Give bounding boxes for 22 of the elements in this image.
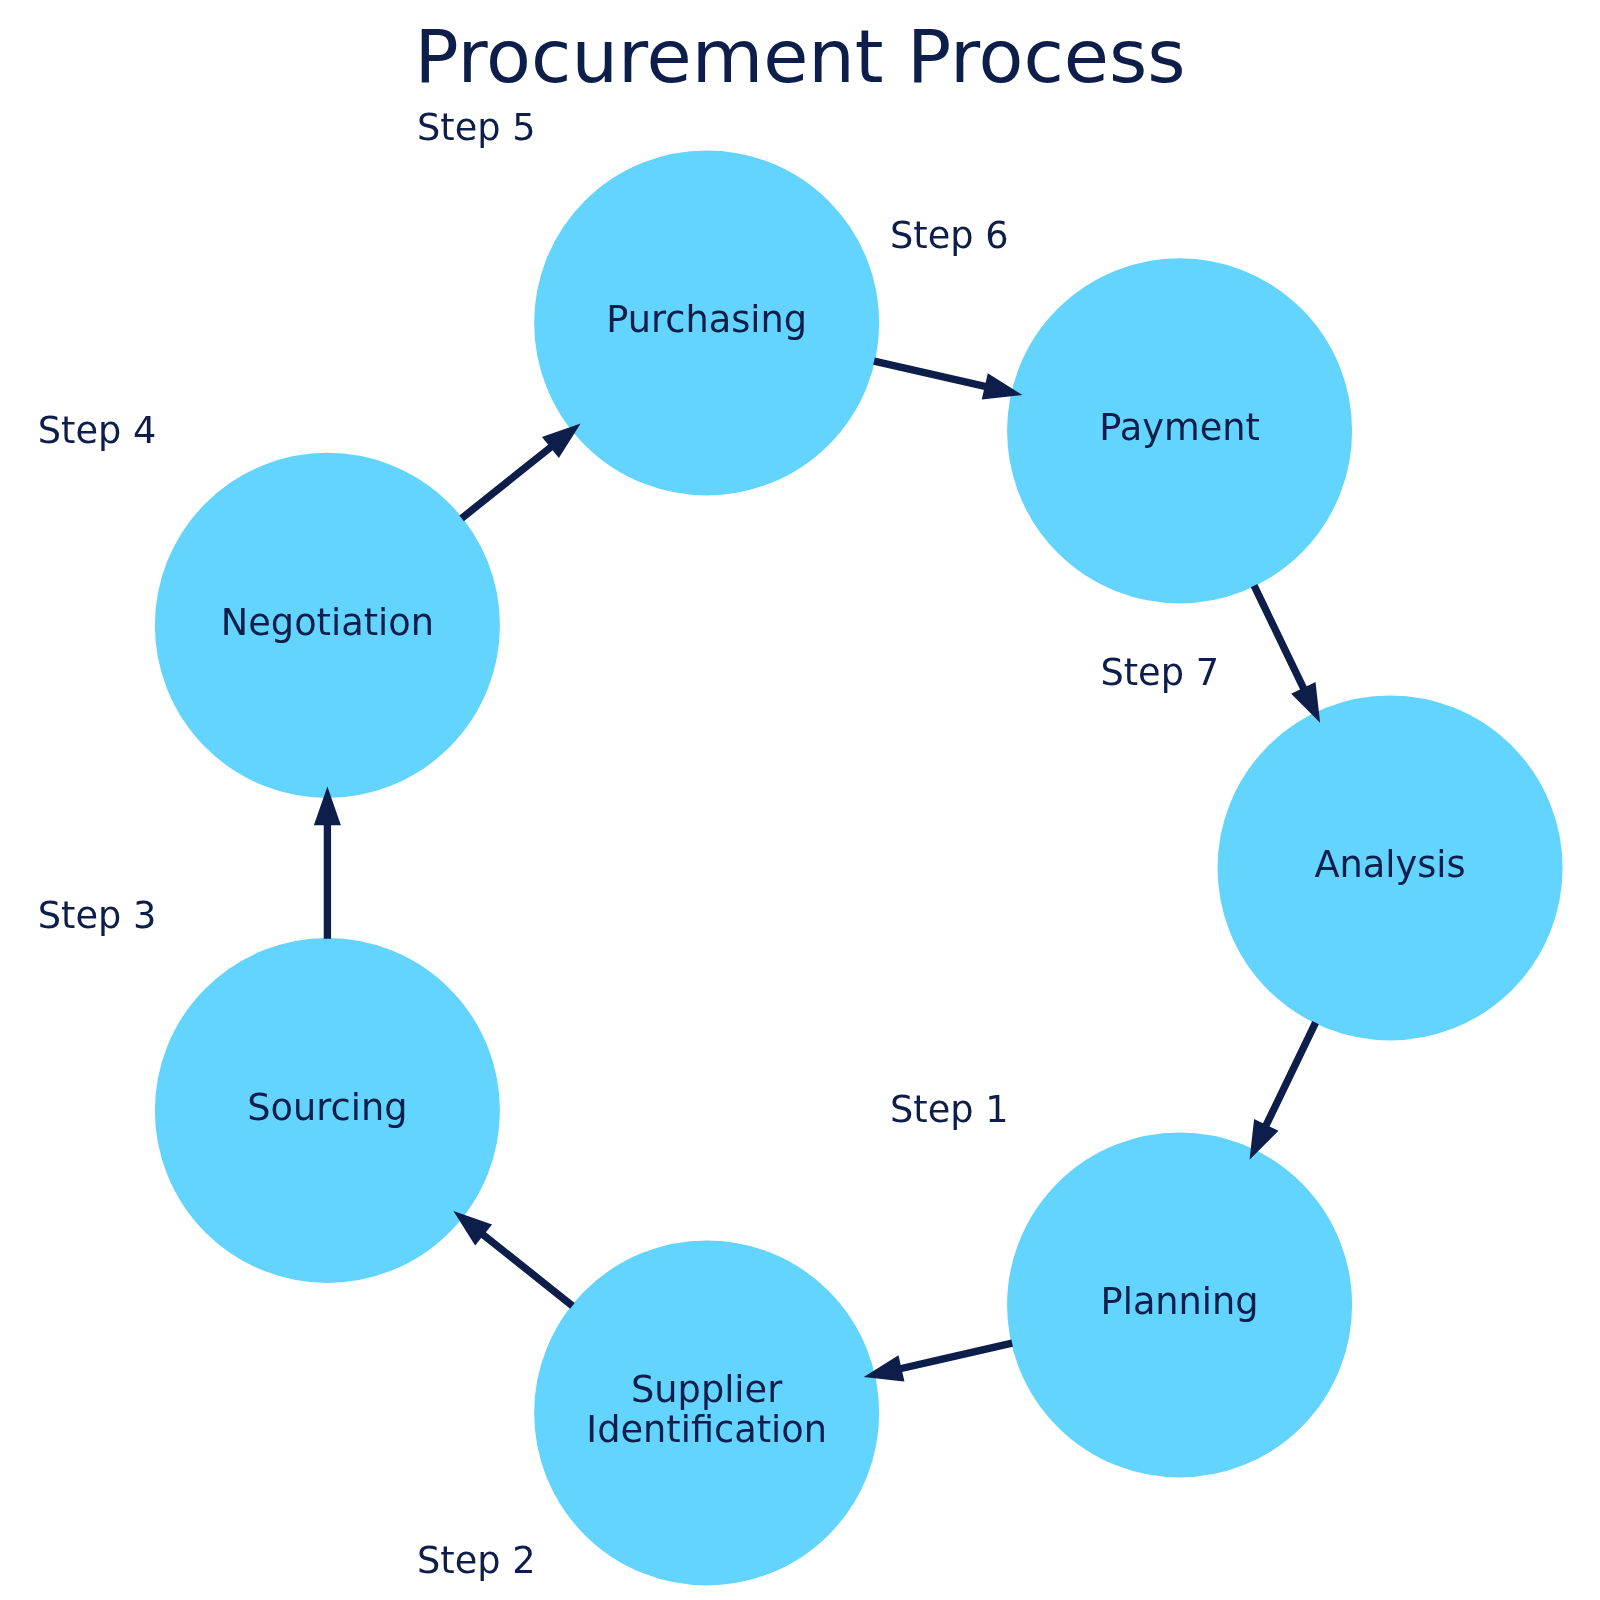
arrow <box>313 786 341 939</box>
arrow <box>1250 583 1321 723</box>
node-circle: Planning <box>1007 1132 1353 1478</box>
node-circle: Purchasing <box>534 150 880 496</box>
node-circle: Analysis <box>1217 695 1563 1041</box>
arrow <box>459 423 581 522</box>
node-circle: Payment <box>1007 258 1353 604</box>
node-circle: Sourcing <box>154 937 500 1283</box>
node-circle: Negotiation <box>154 452 500 798</box>
node-circle: Supplier Identification <box>534 1240 880 1586</box>
node-label: Step 1 <box>889 1088 1009 1132</box>
diagram-title: Procurement Process <box>414 13 1186 99</box>
node-label: Step 5 <box>417 106 536 150</box>
arrow <box>873 357 1023 400</box>
arrow <box>1249 1021 1319 1160</box>
node-label: Step 4 <box>37 408 157 452</box>
node-label: Step 3 <box>37 893 157 937</box>
arrow <box>863 1339 1013 1382</box>
node-label: Step 6 <box>889 214 1009 258</box>
arrow <box>453 1210 575 1309</box>
node-label: Step 7 <box>1100 651 1220 695</box>
node-label: Step 2 <box>417 1539 536 1583</box>
